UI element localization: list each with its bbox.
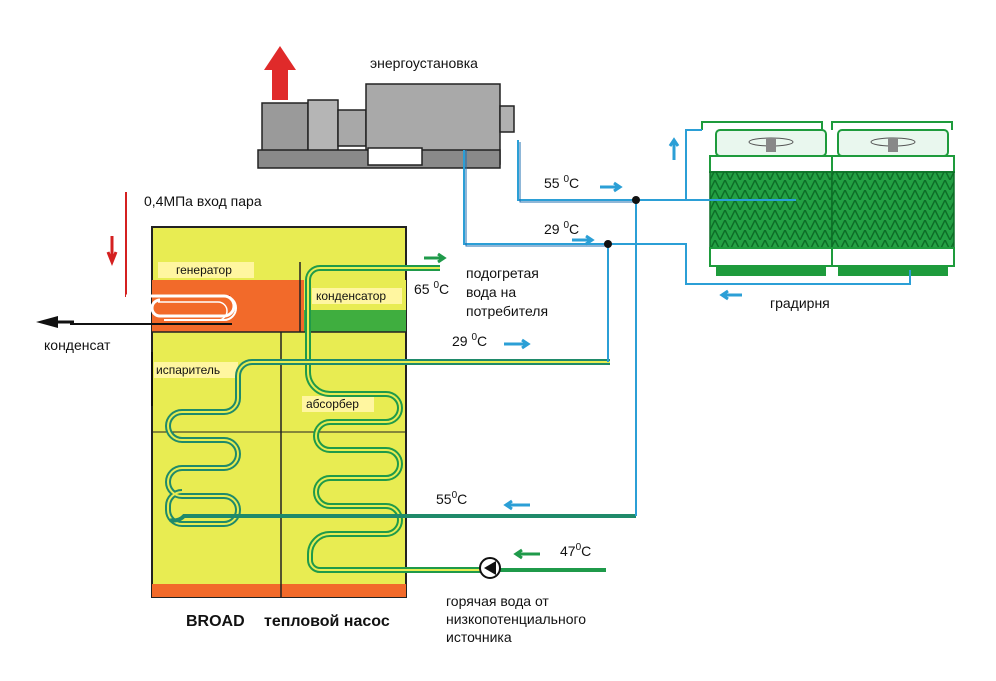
absorber-return-pipe [169, 514, 636, 523]
pump-icon [479, 557, 501, 579]
generator-label: генератор [176, 263, 232, 277]
heated-water-line1: подогретая [466, 265, 539, 281]
power-unit [257, 46, 515, 169]
condensate-label: конденсат [44, 337, 111, 353]
hot-water-line3: источника [446, 629, 512, 645]
hot-water-line2: низкопотенциального [446, 611, 586, 627]
condenser-label: конденсатор [316, 289, 386, 303]
steam-input-label: 0,4МПа вход пара [144, 193, 262, 209]
junction-top [632, 196, 640, 204]
heated-water-line2: вода на [466, 284, 516, 300]
temp-55-bottom: 550C [436, 490, 467, 507]
temp-65: 65 0C [414, 280, 449, 297]
generator-tag [158, 262, 254, 278]
temp-29-mid: 29 0C [452, 332, 487, 349]
junction-mid [604, 240, 612, 248]
hot-water-line1: горячая вода от [446, 593, 549, 609]
cooling-towers [701, 121, 955, 276]
temp-29-top: 29 0C [544, 220, 579, 237]
heated-water-line3: потребителя [466, 303, 548, 319]
brand-label: BROAD [186, 613, 245, 630]
absorber-label: абсорбер [306, 397, 359, 411]
evaporator-label: испаритель [156, 363, 220, 377]
green-pipe-inner [307, 267, 490, 571]
exhaust-arrow-icon [264, 46, 296, 100]
heat-pump-label: тепловой насос [264, 613, 390, 630]
power-unit-label: энергоустановка [370, 55, 478, 71]
absorber-tag [302, 396, 374, 412]
flow-arrows [424, 137, 742, 560]
evaporator-tag [154, 362, 238, 378]
temp-47: 470C [560, 542, 591, 559]
temp-55-top: 55 0C [544, 174, 579, 191]
evaporator-pipe-inner [167, 361, 610, 525]
condensate-pipe [36, 316, 232, 328]
blue-pipe-shadow [465, 142, 636, 247]
condenser-tag [312, 288, 402, 304]
steam-pipe [106, 192, 237, 321]
cooling-tower-label: градирня [770, 295, 830, 311]
blue-pipe-network [463, 129, 911, 516]
